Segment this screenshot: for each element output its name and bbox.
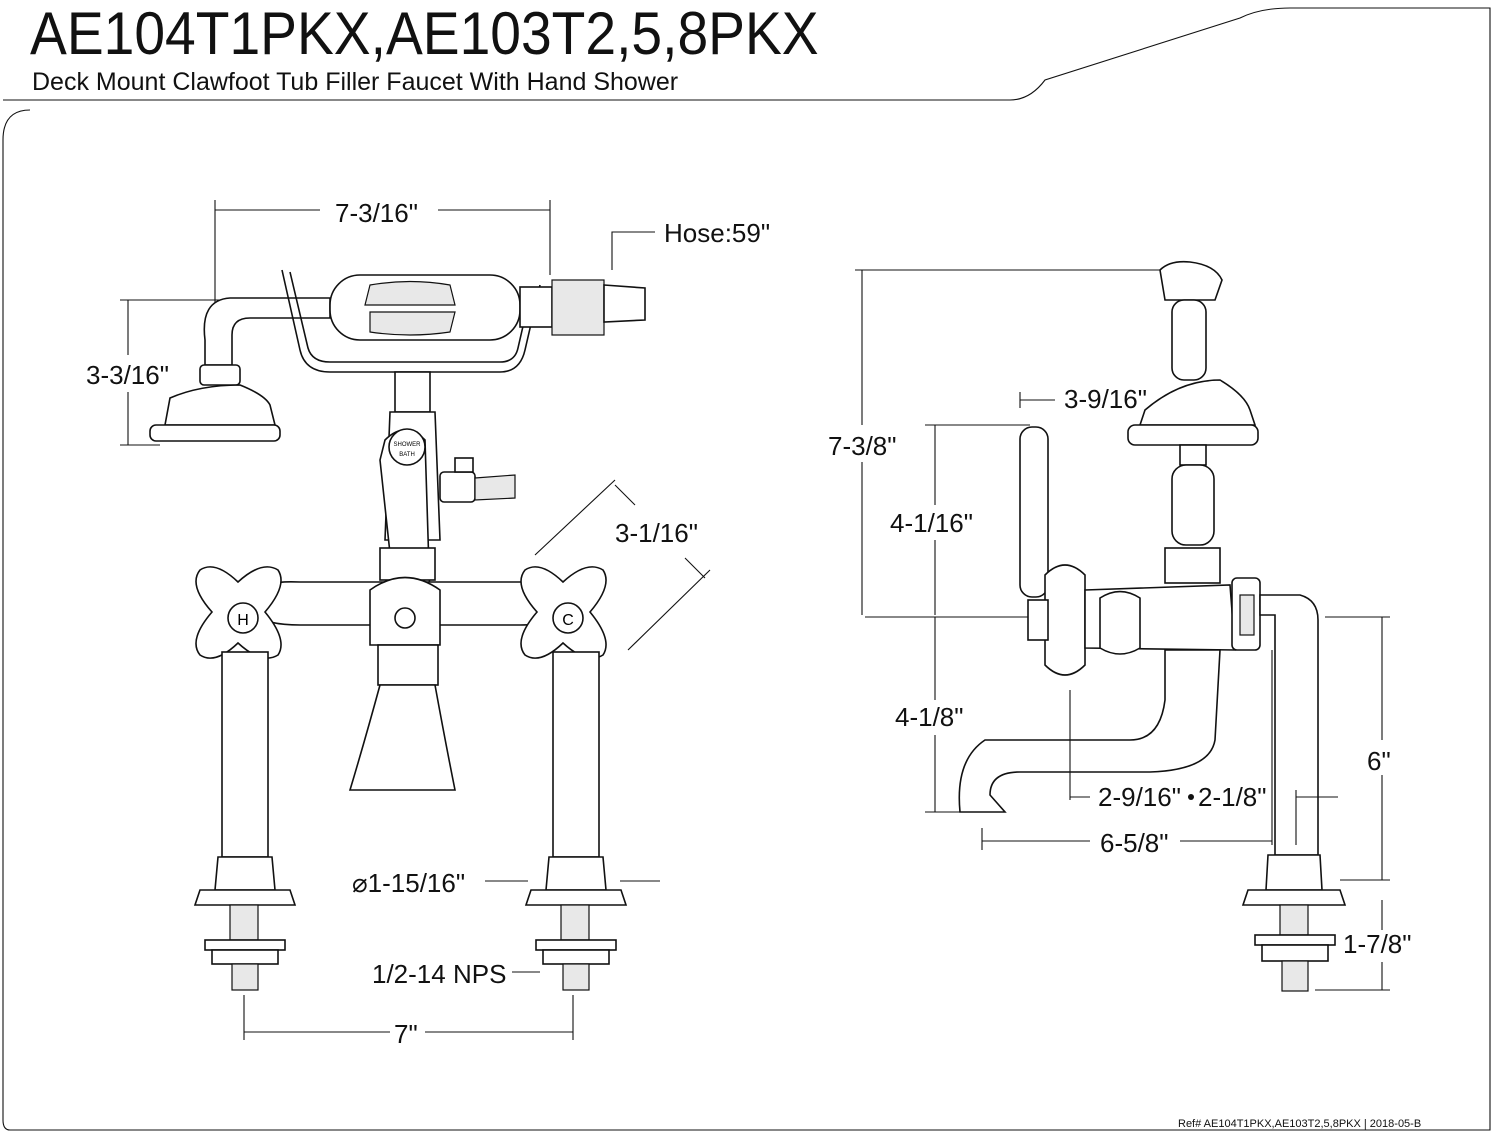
side-view: 7-3/8" 3-9/16" 4-1/16" 4-1/8" (828, 260, 1412, 992)
hot-label: H (237, 612, 249, 629)
diverter-label-shower: SHOWER (394, 442, 422, 448)
dim-width-shower: 7-3/16" (335, 198, 418, 228)
dim-shank-length: 1-7/8" (1343, 929, 1412, 959)
dim-shank-diameter: ⌀1-15/16" (352, 868, 465, 898)
dim-thread: 1/2-14 NPS (372, 959, 506, 989)
dim-hose-length: Hose:59" (664, 218, 770, 248)
dim-shower-height: 3-3/16" (86, 360, 169, 390)
dim-spout-reach: 6-5/8" (1100, 828, 1169, 858)
dim-riser-height: 6" (1367, 746, 1391, 776)
dim-center-spacing: 7" (394, 1019, 418, 1049)
dim-upper-height: 4-1/16" (890, 508, 973, 538)
dim-spout-offset-a: 2-9/16" (1098, 782, 1181, 812)
dim-spout-drop: 4-1/8" (895, 702, 964, 732)
dim-handle-reach: 3-1/16" (615, 518, 698, 548)
cold-label: C (562, 612, 574, 629)
page-subtitle: Deck Mount Clawfoot Tub Filler Faucet Wi… (32, 68, 679, 96)
dim-spout-offset-b: 2-1/8" (1198, 782, 1267, 812)
dim-overall-height: 7-3/8" (828, 431, 897, 461)
front-view: 7-3/16" Hose:59" 3-3/16" SHOWER BATH (86, 198, 770, 1049)
page-title: AE104T1PKX,AE103T2,5,8PKX (30, 0, 819, 67)
reference-number: Ref# AE104T1PKX,AE103T2,5,8PKX | 2018-05… (1178, 1118, 1422, 1130)
diverter-label-bath: BATH (399, 452, 415, 458)
title-block-frame (2, 7, 1491, 1131)
dim-shower-offset: 3-9/16" (1064, 384, 1147, 414)
